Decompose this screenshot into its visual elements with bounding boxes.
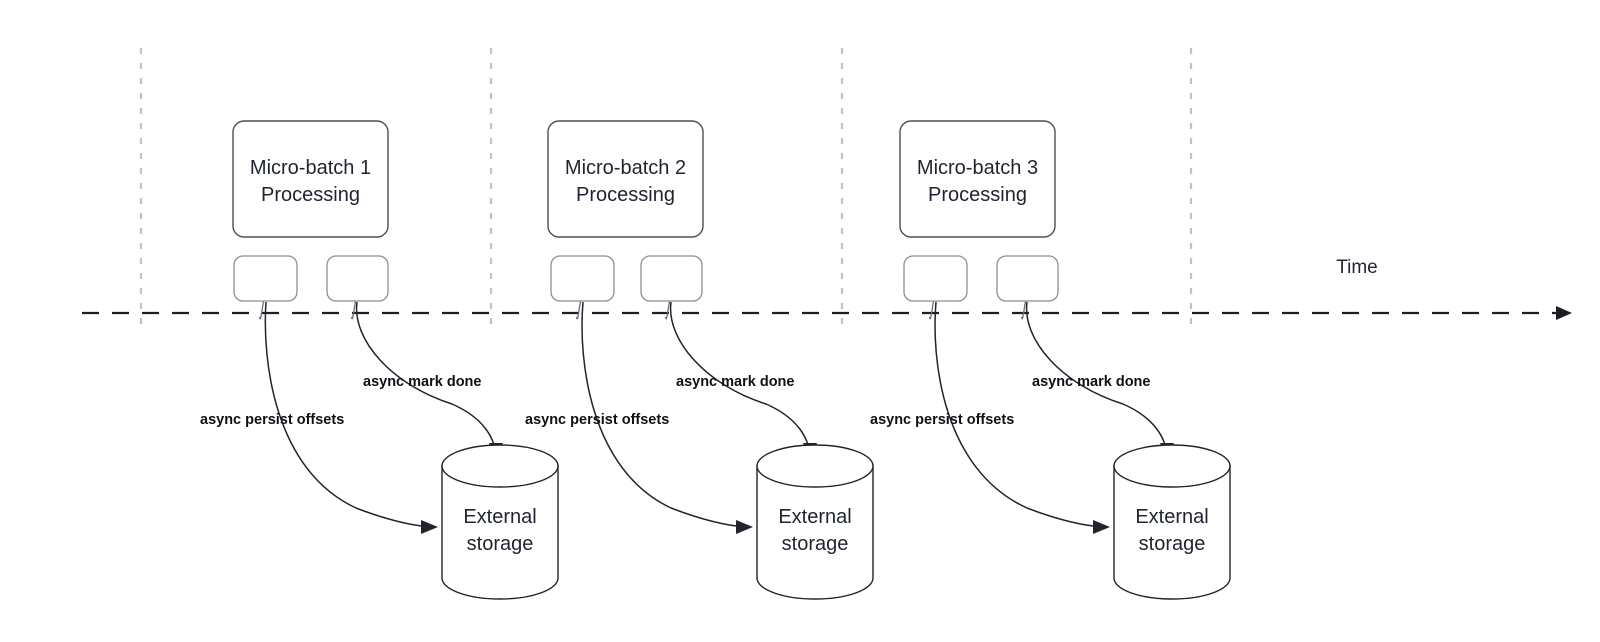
edge-label-mark-done-3: async mark done: [1032, 374, 1150, 390]
micro-batch-box-3[interactable]: [899, 120, 1056, 238]
edge-layer: [258, 300, 1174, 534]
micro-batch-box-2[interactable]: [547, 120, 704, 238]
time-axis-label: Time: [1336, 257, 1378, 278]
external-storage-label-line1-2: External: [778, 506, 851, 528]
edge-mark-done-1: [355, 301, 497, 455]
micro-batch-label-line2-2: Processing: [576, 184, 675, 206]
external-storage-label-line2-2: storage: [782, 533, 849, 555]
arrowhead-icon-persist-offsets-2: [736, 520, 753, 534]
external-storage-label-line1-1: External: [463, 506, 536, 528]
arrowhead-icon-persist-offsets-1: [421, 520, 438, 534]
external-storage-cylinder-body-2[interactable]: [756, 465, 874, 600]
edge-label-mark-done-2: async mark done: [676, 374, 794, 390]
micro-batch-label-line1-2: Micro-batch 2: [565, 157, 686, 179]
edge-label-mark-done-1: async mark done: [363, 374, 481, 390]
external-storage-label-line1-3: External: [1135, 506, 1208, 528]
micro-batch-box-1[interactable]: [232, 120, 389, 238]
timeline-arrowhead-icon: [1556, 306, 1572, 320]
micro-batch-label-line1-3: Micro-batch 3: [917, 157, 1038, 179]
external-storage-label-line2-1: storage: [467, 533, 534, 555]
external-storage-cylinder-body-1[interactable]: [441, 465, 559, 600]
task-box-persist-task-1[interactable]: [233, 255, 298, 302]
timeline-tick-layer: [139, 48, 1193, 327]
task-stub-persist-task-1: [258, 300, 265, 320]
external-storage-cylinder-top-1: [441, 444, 559, 488]
edge-label-persist-offsets-3: async persist offsets: [870, 412, 1014, 428]
edge-persist-offsets-2: [581, 301, 748, 528]
edge-mark-done-3: [1025, 301, 1168, 455]
external-storage-cylinder-top-2: [756, 444, 874, 488]
edge-persist-offsets-1: [264, 301, 433, 528]
task-box-markdone-task-3[interactable]: [996, 255, 1059, 302]
task-stub-markdone-task-2: [664, 300, 671, 320]
external-storage-cylinder-top-3: [1113, 444, 1231, 488]
task-box-markdone-task-1[interactable]: [326, 255, 389, 302]
micro-batch-label-line2-3: Processing: [928, 184, 1027, 206]
micro-batch-label-line1-1: Micro-batch 1: [250, 157, 371, 179]
external-storage-label-line2-3: storage: [1139, 533, 1206, 555]
task-box-persist-task-2[interactable]: [550, 255, 615, 302]
edge-label-persist-offsets-1: async persist offsets: [200, 412, 344, 428]
timeline-axis-layer: [82, 306, 1572, 320]
task-stub-persist-task-3: [928, 300, 935, 320]
edge-label-persist-offsets-2: async persist offsets: [525, 412, 669, 428]
node-layer: [232, 120, 1231, 600]
edge-mark-done-2: [669, 301, 811, 455]
task-stub-markdone-task-3: [1020, 300, 1027, 320]
task-stub-markdone-task-1: [350, 300, 357, 320]
micro-batch-label-line2-1: Processing: [261, 184, 360, 206]
external-storage-cylinder-body-3[interactable]: [1113, 465, 1231, 600]
task-box-persist-task-3[interactable]: [903, 255, 968, 302]
arrowhead-icon-persist-offsets-3: [1093, 520, 1110, 534]
task-box-markdone-task-2[interactable]: [640, 255, 703, 302]
task-stub-persist-task-2: [575, 300, 582, 320]
edge-persist-offsets-3: [934, 301, 1105, 528]
